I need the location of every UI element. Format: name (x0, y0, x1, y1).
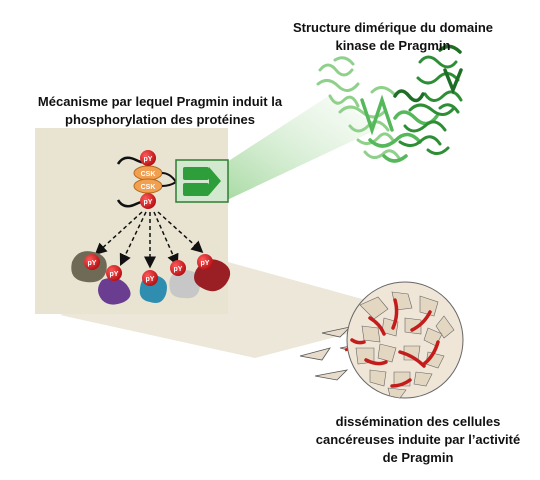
dissemination-caption: dissémination des cellules cancéreuses i… (298, 413, 538, 467)
substrate-protein-grey: pY (169, 260, 200, 299)
phosphotyrosine-bottom: pY (140, 193, 156, 209)
py-label: pY (146, 276, 155, 283)
csk-label: CSK (141, 184, 156, 191)
structure-caption-line2: kinase de Pragmin (335, 38, 451, 53)
mechanism-caption-line2: phosphorylation des protéines (65, 112, 255, 127)
substrate-protein-darkred: pY (194, 254, 231, 292)
structure-caption: Structure dimérique du domaine kinase de… (268, 19, 518, 55)
csk-domain-bottom: CSK (133, 178, 163, 194)
py-label: pY (110, 271, 119, 278)
py-label: pY (144, 199, 153, 206)
phosphotyrosine-top: pY (140, 150, 156, 166)
csk-label: CSK (141, 171, 156, 178)
zoom-beam (227, 95, 380, 200)
mechanism-caption-line1: Mécanisme par lequel Pragmin induit la (37, 94, 283, 109)
tumor-cell-cluster (346, 281, 464, 399)
dissemination-caption-line1: dissémination des cellules (335, 414, 501, 429)
py-label: pY (88, 260, 97, 267)
py-label: pY (174, 266, 183, 273)
kinase-domain-box (175, 159, 229, 203)
substrate-protein-blue: pY (139, 270, 167, 303)
phosphorylation-arrows (94, 211, 204, 269)
mechanism-caption: Mécanisme par lequel Pragmin induit la p… (20, 93, 300, 129)
kinase-connector (161, 172, 177, 187)
kinase-structure-image (316, 44, 463, 163)
structure-caption-line1: Structure dimérique du domaine (292, 20, 494, 35)
substrate-protein-olive: pY (71, 251, 107, 283)
dissemination-caption-line2: cancéreuses induite par l’activité (315, 432, 521, 447)
substrate-protein-purple: pY (98, 265, 131, 305)
py-label: pY (201, 260, 210, 267)
csk-domain-top: CSK (133, 165, 163, 181)
dissemination-caption-line3: de Pragmin (382, 450, 454, 465)
py-label: pY (144, 156, 153, 163)
